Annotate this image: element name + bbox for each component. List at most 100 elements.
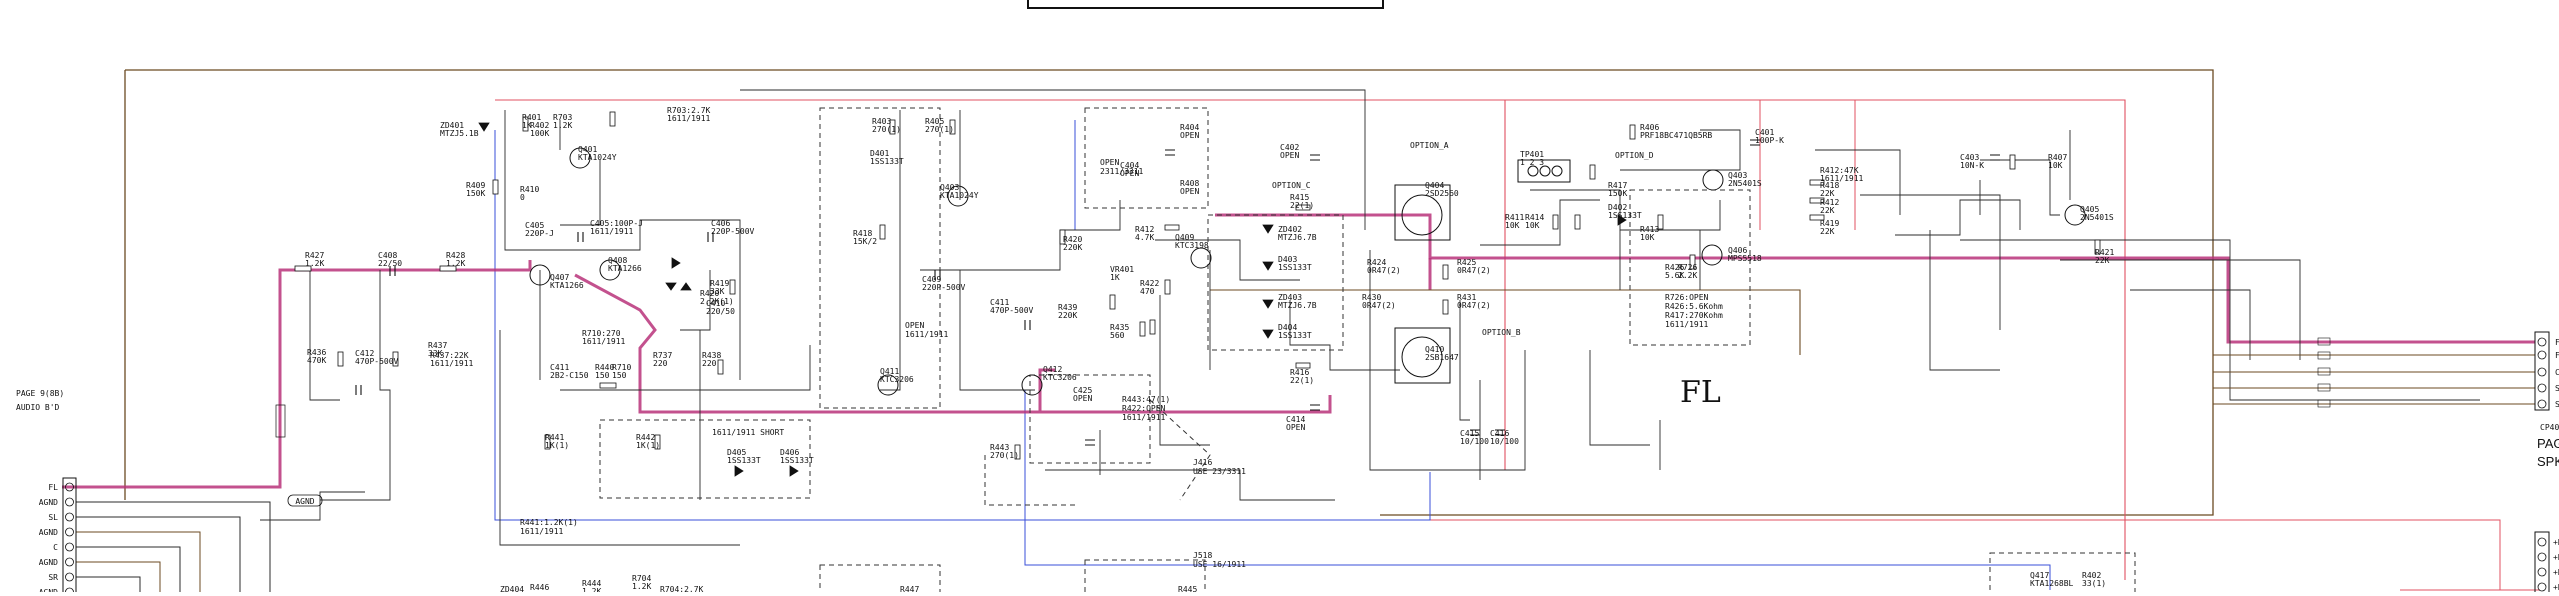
- agnd-tag: [287, 494, 323, 507]
- component-value: 220P-500V: [922, 283, 966, 292]
- component-ref: R737: [653, 351, 672, 360]
- channel-label: FL: [1680, 375, 1721, 410]
- component-ref: R726: [1678, 263, 1697, 272]
- component-value: 1SS133T: [727, 456, 761, 465]
- component-ref: R404: [1180, 123, 1199, 132]
- component-ref: R710: [612, 363, 631, 372]
- left-connector-wires: [76, 501, 271, 592]
- signal-path: [62, 260, 1332, 489]
- component-value: 100P-K: [1755, 136, 1784, 145]
- blue-line-2: [1024, 390, 2051, 590]
- component-ref: R419: [710, 279, 729, 288]
- component-value: 2N5401S: [2080, 213, 2114, 222]
- left-board-name: AUDIO B'D: [16, 403, 60, 412]
- component-ref: D405: [727, 448, 746, 457]
- component-value: 1 2 3: [1520, 158, 1544, 167]
- component-ref: R704: [632, 574, 651, 583]
- component-ref: R411: [1505, 213, 1524, 222]
- component-value: 0R47(2): [1362, 301, 1396, 310]
- component-value: PRF18BC471QB5RB: [1640, 131, 1712, 140]
- component-ref: C410: [706, 299, 725, 308]
- component-value: 270(1): [990, 451, 1019, 460]
- component-ref: R406: [1640, 123, 1659, 132]
- component-value: 150K: [1608, 189, 1627, 198]
- left-pin-label: AGND: [39, 588, 58, 592]
- right-pin-label: FR: [2555, 351, 2559, 360]
- component-ref: R412:47K: [1820, 166, 1859, 175]
- component-value: 22(1): [1290, 201, 1314, 210]
- component-value: 0R47(2): [1367, 266, 1401, 275]
- component-value: 1611/1911: [1820, 174, 1864, 183]
- component-value: KTC3206: [1043, 373, 1077, 382]
- component-ref: R416: [1290, 368, 1309, 377]
- board-outline: [125, 69, 2214, 516]
- component-value: 2.2K(1): [700, 297, 734, 306]
- component-ref: D402: [1608, 203, 1627, 212]
- option-c-label: OPTION_C: [1272, 181, 1311, 190]
- component-value: 10K: [1640, 233, 1655, 242]
- resistors: [294, 111, 2101, 460]
- component-value: 1.2K: [582, 587, 601, 592]
- component-ref: Q406: [1728, 246, 1747, 255]
- component-value: 220P-J: [525, 229, 554, 238]
- component-value: 15K/2: [853, 237, 877, 246]
- component-value: OPEN: [1180, 131, 1199, 140]
- component-ref: TP401: [1520, 150, 1544, 159]
- component-ref: R437: [428, 341, 447, 350]
- component-value: 220/50: [706, 307, 735, 316]
- component-ref: R446: [530, 583, 549, 592]
- left-page-ref: PAGE 9(8B): [16, 389, 64, 398]
- component-value: OPEN: [1120, 169, 1139, 178]
- component-value: 22K: [1820, 189, 1835, 198]
- component-ref: C409: [922, 275, 941, 284]
- component-value: 470: [1140, 287, 1155, 296]
- component-ref: R414: [1525, 213, 1544, 222]
- component-value: 1.2K: [632, 582, 651, 591]
- label-layer: PAGE 9(8B)AUDIO B'DFLAGNDSLAGNDCAGNDSRAG…: [16, 106, 2559, 596]
- component-ref: ZD404: [500, 585, 524, 592]
- component-value: 470K: [307, 356, 326, 365]
- lower-right-pin: +HIGH: [2553, 583, 2559, 592]
- right-connector: [2317, 331, 2550, 595]
- component-value: 220: [653, 359, 668, 368]
- left-pin-label: SR: [48, 573, 58, 582]
- option-d-label: OPTION_D: [1615, 151, 1654, 160]
- lower-right-pin: +HIGH: [2553, 553, 2559, 562]
- component-ref: R440: [595, 363, 614, 372]
- component-value: 1SS133T: [1278, 331, 1312, 340]
- right-pin-label: SL: [2555, 384, 2559, 393]
- component-ref: R438: [702, 351, 721, 360]
- component-ref: R427: [305, 251, 324, 260]
- component-ref: R442: [636, 433, 655, 442]
- component-value: 10/100: [1490, 437, 1519, 446]
- option-b-label: OPTION_B: [1482, 328, 1521, 337]
- component-value: 470P-500V: [355, 357, 399, 366]
- component-value: 150: [612, 371, 627, 380]
- component-ref: R420: [1063, 235, 1082, 244]
- component-ref: D406: [780, 448, 799, 457]
- component-ref: R430: [1362, 293, 1381, 302]
- lower-red-line: [1200, 519, 2501, 590]
- component-ref: C401: [1755, 128, 1774, 137]
- component-value: 22K: [2095, 256, 2110, 265]
- component-value: 270(1): [872, 125, 901, 134]
- component-ref: ZD401: [440, 121, 464, 130]
- component-value: 10K: [2048, 161, 2063, 170]
- component-ref: R415: [1290, 193, 1309, 202]
- component-ref: R422: [1140, 279, 1159, 288]
- component-ref: R710:270: [582, 329, 621, 338]
- component-ref: C414: [1286, 415, 1305, 424]
- component-value: 470P-500V: [990, 306, 1034, 315]
- short-note: 1611/1911 SHORT: [712, 428, 784, 437]
- component-value: 1611/1911: [582, 337, 626, 346]
- component-ref: Q404: [1425, 181, 1444, 190]
- component-value: 22(1): [1290, 376, 1314, 385]
- component-value: 1.2K: [305, 259, 324, 268]
- component-ref: C416: [1490, 429, 1509, 438]
- component-value: 150: [595, 371, 610, 380]
- diodes: [478, 122, 1627, 477]
- left-pin-label: AGND: [39, 558, 58, 567]
